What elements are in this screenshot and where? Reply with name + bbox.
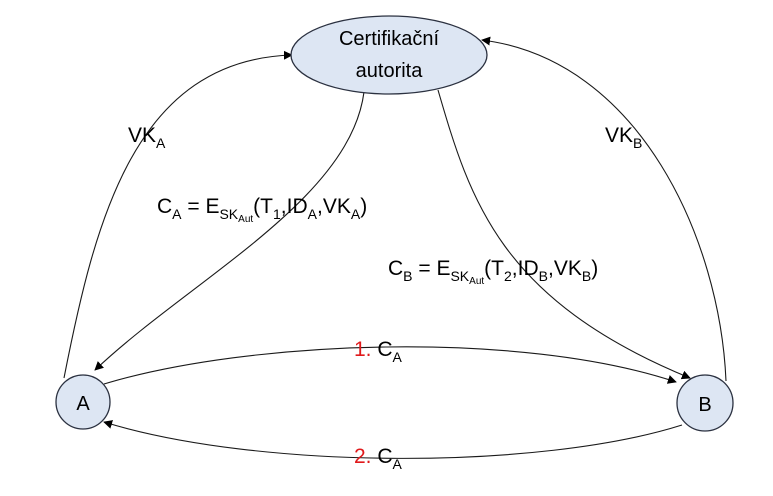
node-a-shape (55, 374, 111, 430)
label-step1: 1. CA (354, 338, 403, 365)
label-vk-a: VKA (128, 124, 166, 151)
node-a[interactable]: A (55, 374, 111, 430)
edge-cert-a (94, 91, 365, 371)
step1-number: 1. (354, 338, 372, 361)
label-vk-b: VKB (605, 124, 642, 151)
edge-vk-b (481, 36, 727, 382)
edge-cert-b (437, 89, 691, 380)
label-step2: 2. CA (354, 445, 403, 472)
node-authority-shape (290, 15, 488, 95)
step2-number: 2. (354, 445, 372, 468)
label-cert-a: CA = ESKAut(T1,IDA,VKA) (157, 195, 367, 225)
node-authority-label-line2: autorita (356, 60, 424, 82)
node-b-label: B (698, 394, 711, 416)
edge-vk-a (63, 50, 293, 379)
node-b[interactable]: B (676, 374, 734, 432)
label-cert-b: CB = ESKAut(T2,IDB,VKB) (388, 257, 598, 287)
edge-step2 (103, 420, 683, 459)
node-b-shape (676, 374, 734, 432)
node-certification-authority[interactable]: Certifikační autorita (290, 15, 488, 95)
node-a-label: A (76, 393, 90, 415)
edge-step1 (103, 346, 677, 385)
node-authority-label-line1: Certifikační (339, 28, 439, 50)
